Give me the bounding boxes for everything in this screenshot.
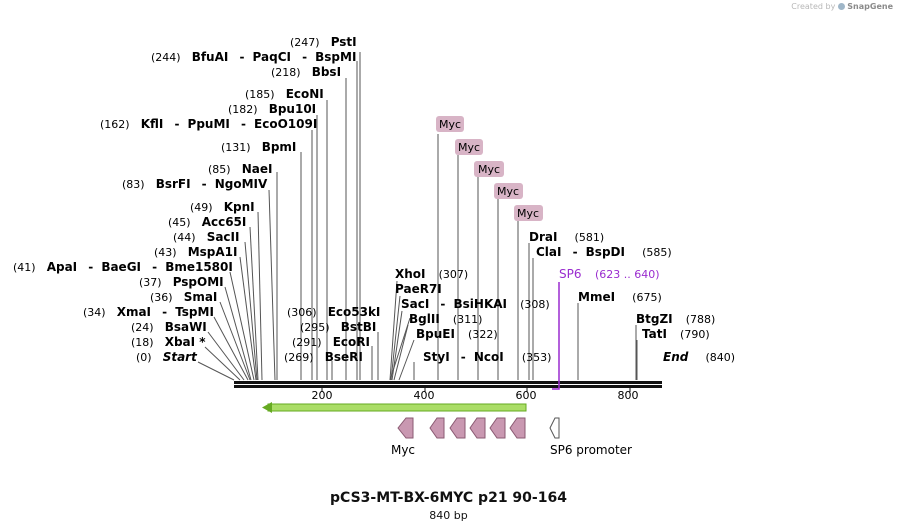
site-tati: TatI (790) bbox=[642, 323, 710, 342]
myc-feature-arrow-6 bbox=[509, 417, 526, 439]
tick-label-400: 400 bbox=[414, 389, 435, 402]
myc-feature-arrow-4 bbox=[469, 417, 486, 439]
leader-bsrfi bbox=[268, 189, 276, 381]
leader-mspa1i bbox=[239, 256, 257, 381]
leader-acc65i bbox=[249, 226, 259, 381]
leader-start bbox=[197, 361, 235, 381]
primer-bracket bbox=[552, 282, 560, 390]
sp6-promoter-arrow bbox=[549, 417, 560, 439]
site-psppomi: (37) PspOMI bbox=[139, 271, 224, 290]
myc-tag-labels: Myc Myc Myc Myc Myc bbox=[436, 116, 543, 221]
leader-bsawi bbox=[207, 331, 245, 381]
site-bglii: BglII (311) bbox=[409, 308, 482, 327]
site-xbai: (18) XbaI * bbox=[131, 331, 206, 350]
site-bseri: (269) BseRI bbox=[284, 346, 363, 365]
snapgene-credit: Created by SnapGene bbox=[791, 2, 893, 11]
site-sacii: (44) SacII bbox=[173, 226, 239, 245]
site-xhoi: XhoI (307) bbox=[395, 263, 468, 282]
site-acc65i: (45) Acc65I bbox=[168, 211, 246, 230]
map-length: 840 bp bbox=[429, 509, 468, 522]
orf-arrowhead bbox=[262, 402, 272, 413]
leader-saci bbox=[391, 310, 403, 381]
site-bpuei: BpuEI (322) bbox=[416, 323, 498, 342]
site-bstbi: (295) BstBI bbox=[300, 316, 376, 335]
site-naei: (85) NaeI bbox=[208, 158, 272, 177]
myc-feature-arrow-1 bbox=[397, 417, 414, 439]
map-title: pCS3-MT-BX-6MYC p21 90-164 bbox=[330, 490, 567, 506]
myc-tag-2-label: Myc bbox=[458, 141, 480, 154]
site-clai-group: ClaI - BspDI (585) bbox=[536, 241, 672, 260]
myc-feature-arrow-2 bbox=[429, 417, 445, 439]
site-bfuai-group: (244) BfuAI - PaqCI - BspMI bbox=[151, 46, 356, 65]
site-xmai-group: (34) XmaI - TspMI bbox=[83, 301, 214, 320]
site-ecori: (291) EcoRI bbox=[292, 331, 370, 350]
myc-tag-1-label: Myc bbox=[439, 118, 461, 131]
site-psti: (247) PstI bbox=[290, 31, 357, 50]
site-paer7i: PaeR7I bbox=[395, 282, 442, 296]
leader-xbai bbox=[204, 346, 241, 381]
leader-apai bbox=[229, 271, 255, 381]
myc-tag-5-label: Myc bbox=[517, 207, 539, 220]
orf-body bbox=[267, 403, 527, 412]
site-start: (0) Start bbox=[136, 346, 198, 365]
myc-tag-1 bbox=[436, 116, 464, 132]
myc-feature-arrow-5 bbox=[489, 417, 506, 439]
restriction-site-labels: (247) PstI (244) BfuAI - PaqCI - BspMI (… bbox=[13, 31, 735, 365]
site-leader-lines bbox=[197, 52, 638, 381]
site-smai: (36) SmaI bbox=[150, 286, 217, 305]
primer-range: (623 .. 640) bbox=[595, 268, 660, 281]
site-mmei: MmeI (675) bbox=[578, 286, 662, 305]
site-bsrfi-group: (83) BsrFI - NgoMIV bbox=[122, 173, 268, 192]
credit-text: Created by bbox=[791, 2, 836, 11]
site-mspa1i: (43) MspA1I bbox=[154, 241, 237, 260]
site-btgzi: BtgZI (788) bbox=[636, 308, 715, 327]
leader-xhoi bbox=[389, 280, 398, 381]
leader-bpuei bbox=[398, 339, 415, 381]
tick-label-200: 200 bbox=[312, 389, 333, 402]
leader-psppomi bbox=[224, 286, 252, 381]
site-end: End (840) bbox=[663, 346, 735, 365]
myc-tag-5 bbox=[514, 205, 543, 221]
myc-tag-3-label: Myc bbox=[478, 163, 500, 176]
leader-bglii bbox=[393, 324, 409, 381]
leader-kpni bbox=[257, 211, 263, 381]
site-bbsi: (218) BbsI bbox=[271, 61, 341, 80]
backbone-strand-top bbox=[234, 381, 662, 384]
myc-feature-arrow-3 bbox=[449, 417, 466, 439]
site-econi: (185) EcoNI bbox=[245, 83, 324, 102]
site-eco53ki: (306) Eco53kI bbox=[287, 301, 380, 320]
snapgene-logo-icon bbox=[838, 3, 846, 10]
site-apai-group: (41) ApaI - BaeGI - Bme1580I bbox=[13, 256, 233, 275]
myc-tag-3 bbox=[474, 161, 504, 177]
site-bpu10i: (182) Bpu10I bbox=[228, 98, 316, 117]
site-kpni: (49) KpnI bbox=[190, 196, 255, 215]
site-bsawi: (24) BsaWI bbox=[131, 316, 207, 335]
sp6-promoter-label: SP6 promoter bbox=[550, 443, 632, 457]
leader-paer7i bbox=[390, 295, 401, 381]
ruler: 200 400 600 800 bbox=[312, 388, 639, 402]
orf-arrow bbox=[262, 402, 527, 413]
leader-smai bbox=[219, 301, 251, 381]
site-saci-group: SacI - BsiHKAI (308) bbox=[401, 293, 550, 312]
sp6-primer: SP6 (623 .. 640) bbox=[552, 267, 660, 390]
myc-tag-4 bbox=[494, 183, 523, 199]
backbone-strand-bottom bbox=[234, 385, 662, 388]
ruler-ticks bbox=[321, 388, 631, 392]
myc-feature-label: Myc bbox=[391, 443, 415, 457]
primer-name: SP6 bbox=[559, 267, 582, 281]
sequence-backbone bbox=[234, 381, 662, 388]
myc-tag-2 bbox=[455, 139, 483, 155]
myc-tag-4-label: Myc bbox=[497, 185, 519, 198]
site-kfli-group: (162) KflI - PpuMI - EcoO109I bbox=[100, 113, 317, 132]
myc-feature-arrows bbox=[397, 417, 526, 439]
tick-label-800: 800 bbox=[618, 389, 639, 402]
leader-xmai bbox=[213, 316, 249, 381]
site-bpmi: (131) BpmI bbox=[221, 136, 296, 155]
leader-sacii bbox=[244, 241, 258, 381]
tick-label-600: 600 bbox=[516, 389, 537, 402]
site-drai: DraI (581) bbox=[529, 226, 604, 245]
credit-brand: SnapGene bbox=[847, 2, 893, 11]
site-styi-group: StyI - NcoI (353) bbox=[423, 346, 551, 365]
